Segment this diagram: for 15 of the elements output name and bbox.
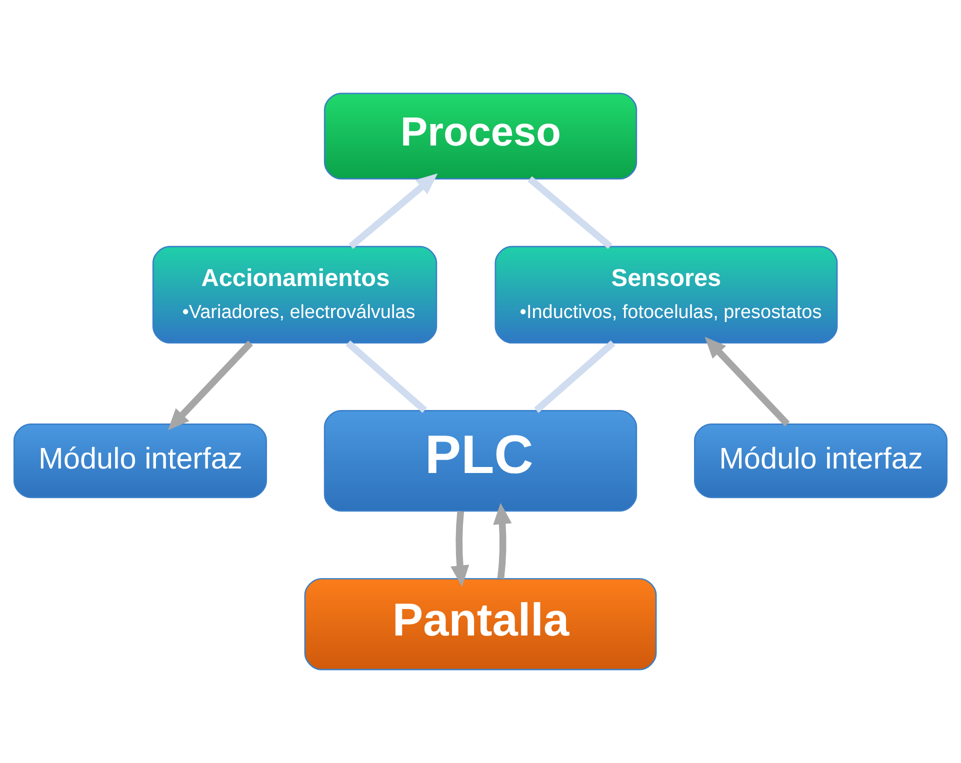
arrow bbox=[704, 336, 790, 426]
arrow bbox=[450, 510, 470, 587]
node-box: Módulo interfaz bbox=[13, 424, 267, 498]
connector bbox=[346, 340, 427, 413]
node-box: Proceso bbox=[324, 92, 638, 180]
node-box: PLC bbox=[324, 410, 638, 512]
arrow bbox=[348, 173, 438, 249]
arrow bbox=[493, 502, 512, 579]
node-box: Módulo interfaz bbox=[694, 424, 948, 498]
node-box: Sensores •Inductivos, fotocelulas, presostatos bbox=[494, 246, 838, 344]
node-box: Accionamientos •Variadores, electroválvulas bbox=[152, 246, 438, 344]
node-box: Pantalla bbox=[304, 578, 657, 670]
arrow bbox=[168, 340, 253, 430]
connector bbox=[528, 176, 612, 249]
connector bbox=[534, 340, 616, 413]
